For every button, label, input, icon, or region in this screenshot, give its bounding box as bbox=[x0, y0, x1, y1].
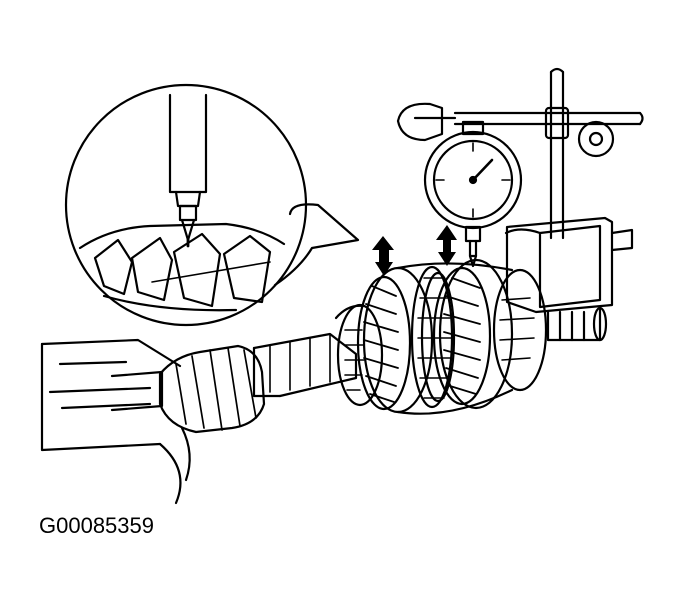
shaft-assembly bbox=[110, 332, 358, 434]
magnified-inset bbox=[64, 83, 360, 327]
double-arrow-icon bbox=[372, 225, 457, 276]
figure-id-label: G00085359 bbox=[39, 513, 154, 538]
magnetic-base-stand bbox=[396, 67, 644, 342]
dial-indicator-icon bbox=[423, 120, 523, 268]
gear-cluster bbox=[334, 258, 548, 415]
transmission-case bbox=[40, 338, 191, 505]
